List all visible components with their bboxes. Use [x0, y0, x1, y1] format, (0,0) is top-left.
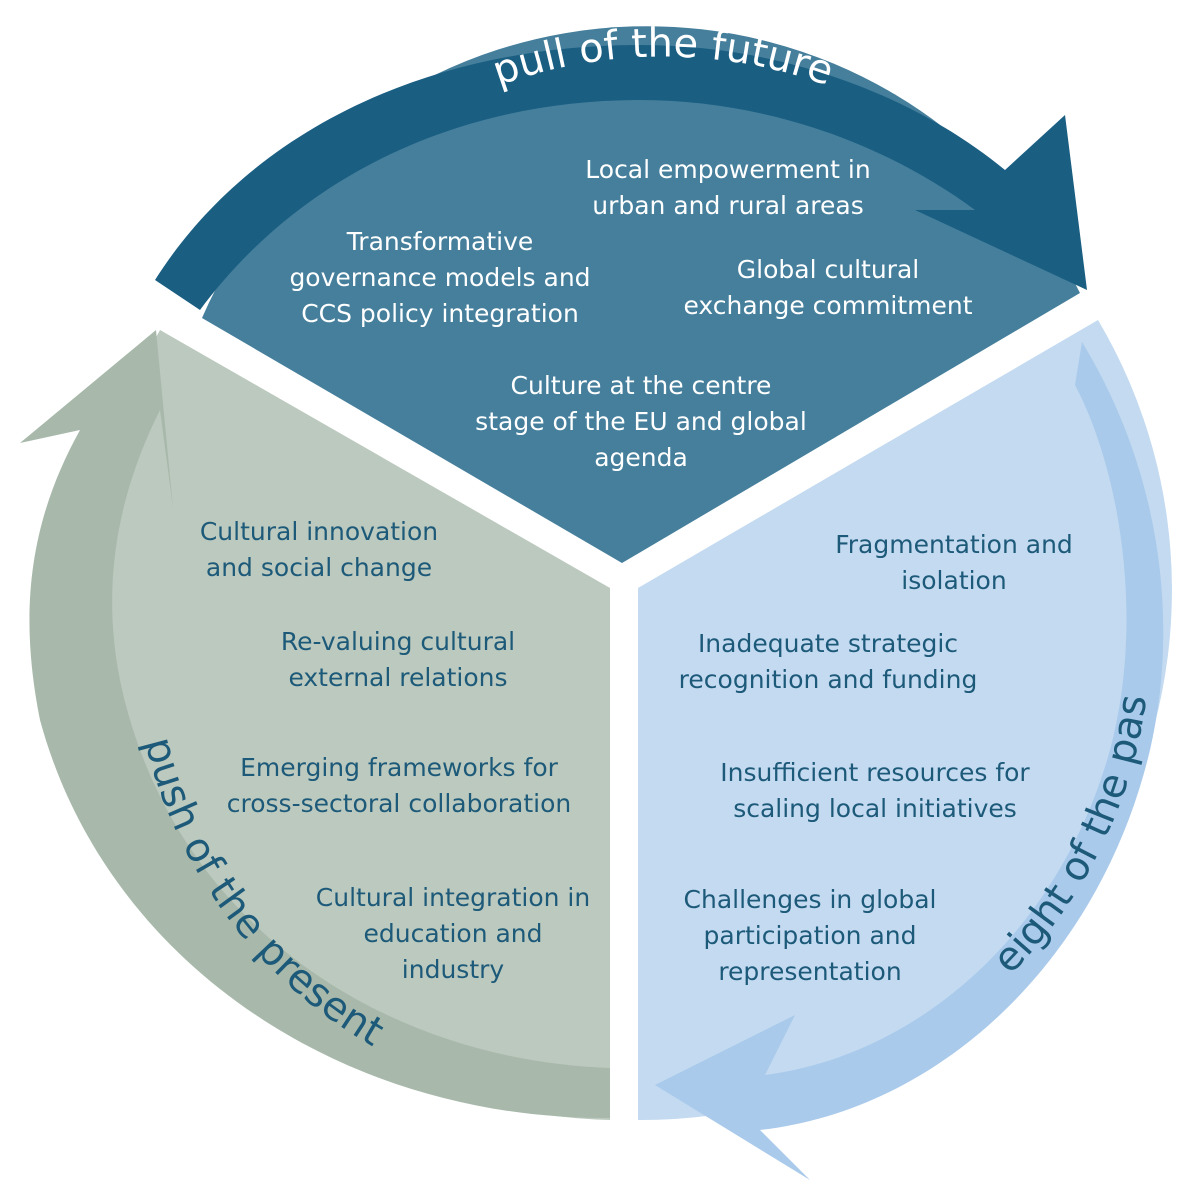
future-sector	[202, 26, 1080, 563]
future-arrow	[155, 45, 1087, 310]
present-arrow	[20, 330, 610, 1119]
past-arrow	[655, 342, 1164, 1180]
